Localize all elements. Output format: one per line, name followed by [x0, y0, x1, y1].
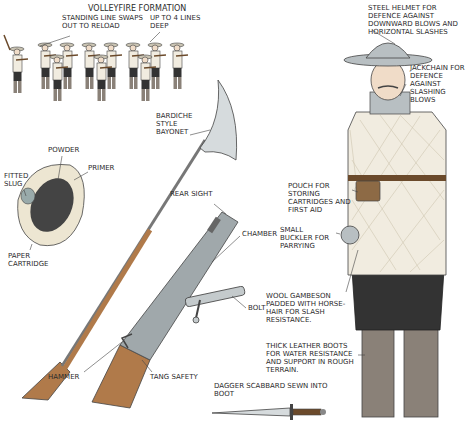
leader-line	[40, 36, 70, 46]
callout-label: STANDING LINE SWAPS OUT TO RELOAD	[62, 14, 150, 30]
leader-line	[358, 355, 365, 356]
leader-line	[212, 236, 240, 262]
leader-line	[24, 190, 26, 196]
callout-label: HAMMER	[48, 373, 98, 381]
section-heading: VOLLEYFIRE FORMATION	[88, 4, 218, 13]
leader-line	[346, 250, 358, 292]
leader-line	[150, 32, 160, 42]
leader-line	[232, 296, 246, 308]
leader-line	[74, 172, 88, 180]
leader-line	[352, 190, 358, 192]
leader-line	[336, 233, 340, 234]
leader-line	[30, 244, 32, 250]
callout-label: REAR SIGHT	[170, 190, 220, 198]
formation	[4, 35, 188, 101]
callout-label: TANG SAFETY	[150, 373, 200, 381]
callout-label: FITTED SLUG	[4, 172, 38, 188]
callout-label: POWDER	[48, 146, 98, 154]
callout-label: PAPER CARTRIDGE	[8, 252, 58, 268]
leader-line	[84, 342, 122, 372]
leader-line	[400, 84, 406, 96]
callout-label: DAGGER SCABBARD SEWN INTO BOOT	[214, 382, 344, 398]
leader-line	[214, 204, 226, 214]
bolt	[185, 286, 246, 323]
callout-label: WOOL GAMBESON PADDED WITH HORSE-HAIR FOR…	[266, 292, 346, 324]
callout-label: UP TO 4 LINES DEEP	[150, 14, 210, 30]
callout-label: JACKCHAIN FOR DEFENCE AGAINST SLASHING B…	[410, 64, 470, 104]
leader-line	[190, 130, 210, 135]
callout-label: BARDICHE STYLE BAYONET	[156, 112, 196, 136]
callout-label: SMALL BUCKLER FOR PARRYING	[280, 226, 336, 250]
callout-label: THICK LEATHER BOOTS FOR WATER RESISTANCE…	[266, 342, 356, 374]
dagger	[212, 404, 326, 420]
leader-line	[142, 360, 152, 372]
rifle-closeup	[92, 212, 238, 408]
callout-label: PRIMER	[88, 164, 138, 172]
leader-line	[58, 156, 62, 180]
callout-label: STEEL HELMET FOR DEFENCE AGAINST DOWNWAR…	[368, 4, 470, 36]
callout-label: POUCH FOR STORING CARTRIDGES AND FIRST A…	[288, 182, 352, 214]
